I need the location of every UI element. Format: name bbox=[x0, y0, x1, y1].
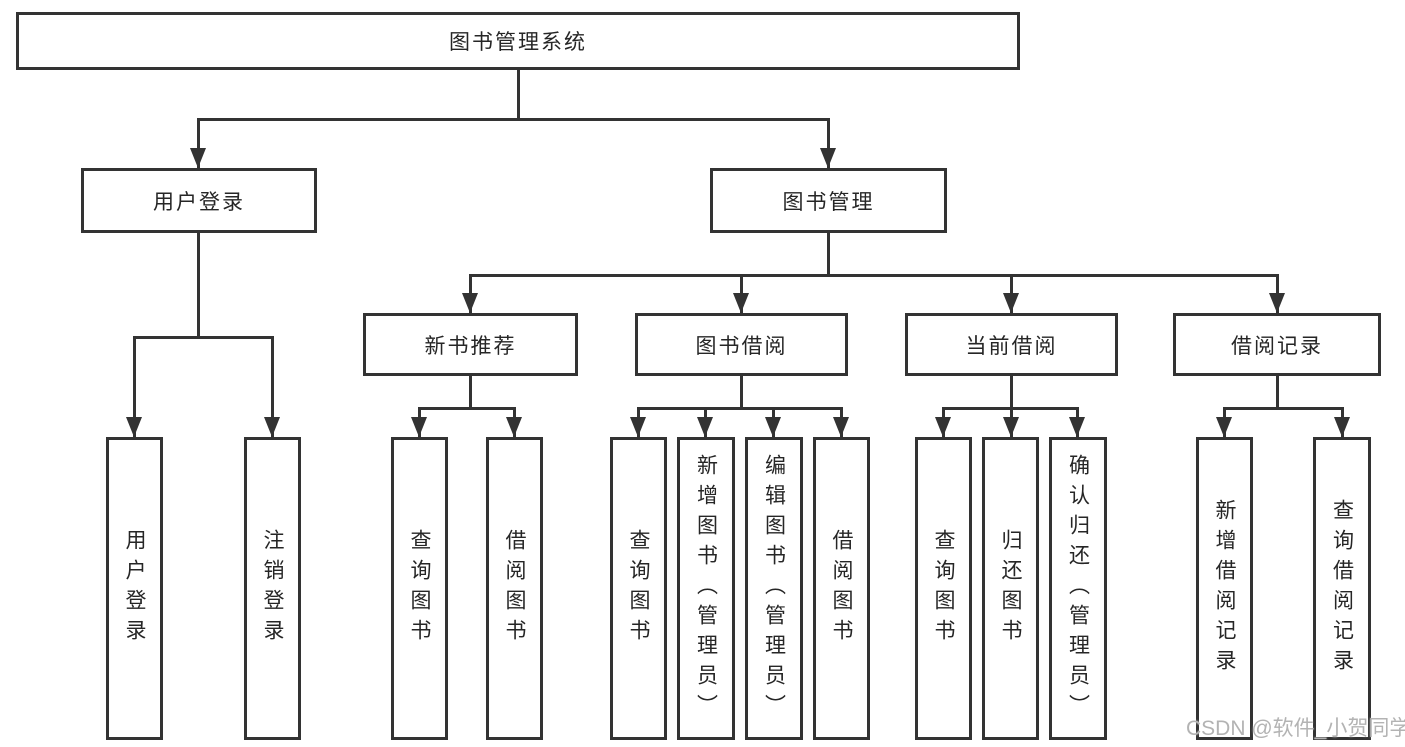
leaf-label: 查询图书 bbox=[408, 528, 431, 649]
node-book-management-label: 图书管理 bbox=[782, 190, 875, 214]
arrow-down-icon bbox=[264, 417, 280, 437]
leaf-confirm-return-admin: 确认归还（管理员） bbox=[1049, 437, 1107, 740]
leaf-user-login: 用户登录 bbox=[106, 437, 163, 740]
node-user-login: 用户登录 bbox=[81, 168, 317, 233]
arrow-down-icon bbox=[1269, 293, 1285, 313]
leaf-add-books-admin: 新增图书（管理员） bbox=[677, 437, 735, 740]
arrow-down-icon bbox=[411, 417, 427, 437]
connector-stem bbox=[197, 233, 200, 336]
arrow-down-icon bbox=[1334, 417, 1350, 437]
watermark: CSDN @软件_小贺同学 bbox=[1186, 717, 1405, 740]
connector-stem bbox=[133, 336, 136, 437]
connector-stem bbox=[1276, 376, 1279, 407]
leaf-label: 查询图书 bbox=[932, 528, 955, 649]
arrow-down-icon bbox=[1003, 417, 1019, 437]
leaf-label: 查询借阅记录 bbox=[1330, 498, 1354, 679]
arrow-down-icon bbox=[733, 293, 749, 313]
node-user-login-label: 用户登录 bbox=[153, 190, 245, 214]
arrow-down-icon bbox=[1003, 293, 1019, 313]
leaf-query-borrow-record: 查询借阅记录 bbox=[1313, 437, 1371, 740]
arrow-down-icon bbox=[126, 417, 142, 437]
arrow-down-icon bbox=[820, 148, 836, 168]
leaf-return-books: 归还图书 bbox=[982, 437, 1039, 740]
connector-root-stem bbox=[517, 70, 520, 118]
leaf-label: 归还图书 bbox=[999, 528, 1022, 649]
node-book-management: 图书管理 bbox=[710, 168, 947, 233]
leaf-edit-books-admin: 编辑图书（管理员） bbox=[745, 437, 803, 740]
leaf-label: 新增借阅记录 bbox=[1213, 498, 1236, 679]
connector-stem bbox=[827, 233, 830, 274]
connector-bus-m2 bbox=[637, 407, 843, 410]
node-current-borrow: 当前借阅 bbox=[905, 313, 1118, 376]
leaf-query-books-current: 查询图书 bbox=[915, 437, 972, 740]
arrow-down-icon bbox=[833, 417, 849, 437]
node-current-borrow-label: 当前借阅 bbox=[965, 334, 1058, 358]
leaf-label: 借阅图书 bbox=[503, 528, 526, 649]
connector-stem bbox=[827, 118, 830, 168]
connector-stem bbox=[197, 118, 200, 168]
arrow-down-icon bbox=[190, 148, 206, 168]
node-root-label: 图书管理系统 bbox=[449, 31, 587, 54]
leaf-label: 新增图书（管理员） bbox=[694, 453, 718, 724]
leaf-label: 编辑图书（管理员） bbox=[762, 453, 786, 724]
leaf-borrow-books-recommend: 借阅图书 bbox=[486, 437, 543, 740]
connector-bus-level1 bbox=[197, 118, 830, 121]
leaf-label: 确认归还（管理员） bbox=[1066, 453, 1090, 724]
connector-bus-login bbox=[133, 336, 273, 339]
connector-stem bbox=[740, 376, 743, 407]
leaf-borrow-books: 借阅图书 bbox=[813, 437, 870, 740]
node-new-book-recommend: 新书推荐 bbox=[363, 313, 578, 376]
arrow-down-icon bbox=[1069, 417, 1085, 437]
connector-stem bbox=[1010, 376, 1013, 407]
leaf-label: 查询图书 bbox=[627, 528, 650, 649]
leaf-query-books-borrow: 查询图书 bbox=[610, 437, 667, 740]
leaf-query-books-recommend: 查询图书 bbox=[391, 437, 448, 740]
node-book-borrow-label: 图书借阅 bbox=[695, 334, 788, 358]
leaf-label: 用户登录 bbox=[123, 528, 146, 649]
arrow-down-icon bbox=[506, 417, 522, 437]
arrow-down-icon bbox=[765, 417, 781, 437]
connector-bus-m4 bbox=[1223, 407, 1343, 410]
connector-bus-level3 bbox=[469, 274, 1279, 277]
leaf-label: 借阅图书 bbox=[830, 528, 853, 649]
node-book-borrow: 图书借阅 bbox=[635, 313, 848, 376]
node-root: 图书管理系统 bbox=[16, 12, 1020, 70]
connector-bus-m1 bbox=[418, 407, 516, 410]
arrow-down-icon bbox=[630, 417, 646, 437]
connector-stem bbox=[271, 336, 274, 437]
node-new-book-recommend-label: 新书推荐 bbox=[424, 334, 517, 358]
leaf-add-borrow-record: 新增借阅记录 bbox=[1196, 437, 1253, 740]
arrow-down-icon bbox=[462, 293, 478, 313]
arrow-down-icon bbox=[697, 417, 713, 437]
leaf-logout: 注销登录 bbox=[244, 437, 301, 740]
arrow-down-icon bbox=[935, 417, 951, 437]
leaf-label: 注销登录 bbox=[261, 528, 284, 649]
arrow-down-icon bbox=[1216, 417, 1232, 437]
connector-stem bbox=[469, 376, 472, 407]
node-borrow-records-label: 借阅记录 bbox=[1231, 334, 1323, 358]
node-borrow-records: 借阅记录 bbox=[1173, 313, 1381, 376]
